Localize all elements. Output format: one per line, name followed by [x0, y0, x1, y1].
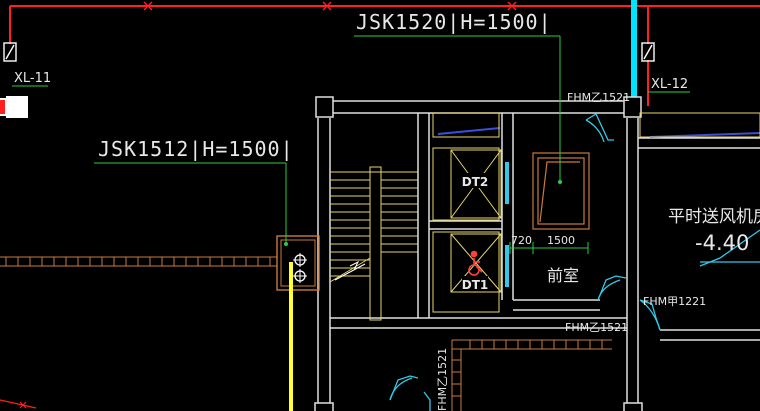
elevator-label-dt2: DT2 [462, 175, 489, 189]
elevator-dt1: DT1 [432, 231, 509, 313]
window-strips [437, 127, 760, 138]
left-edge-fixture [0, 96, 28, 118]
duct-line-bottom [451, 339, 612, 411]
riser-label-left: XL-11 [14, 71, 51, 86]
staircase [329, 166, 418, 321]
pipe-label-jsk1512: JSK1512|H=1500| [98, 137, 294, 161]
dimension-720: 720 [511, 234, 532, 247]
dimension-line [509, 242, 589, 254]
door-label-top: FHM乙1521 [567, 91, 630, 104]
pipe-label-jsk1520: JSK1520|H=1500| [356, 10, 552, 34]
pipe-cross-markers [143, 1, 517, 11]
walls [317, 100, 760, 411]
door-label-mid: FHM乙1521 [565, 321, 628, 334]
door-label-bottom: FHM乙1521 [436, 348, 449, 411]
door-label-right: FHM甲1221 [643, 295, 706, 308]
room-label-anteroom: 前室 [547, 266, 579, 285]
yellow-pipe [289, 262, 293, 411]
room-label-fan-room: 平时送风机房 [668, 207, 760, 227]
riser-label-right: XL-12 [651, 77, 688, 92]
elevator-label-dt1: DT1 [462, 278, 489, 292]
valve-left-icon [3, 42, 17, 62]
valve-right-icon [641, 42, 655, 62]
shaft-duct-right [532, 152, 590, 230]
leader-lines [94, 35, 561, 244]
fire-doors [389, 113, 760, 411]
cyan-pipe [631, 0, 637, 108]
room-level-fan-room: -4.40 [695, 231, 749, 255]
structural-columns [314, 96, 643, 411]
accessible-icon [468, 250, 483, 276]
dimension-1500: 1500 [547, 234, 575, 247]
shaft-duct-left [276, 235, 320, 291]
elevator-dt2: DT2 [432, 147, 509, 221]
